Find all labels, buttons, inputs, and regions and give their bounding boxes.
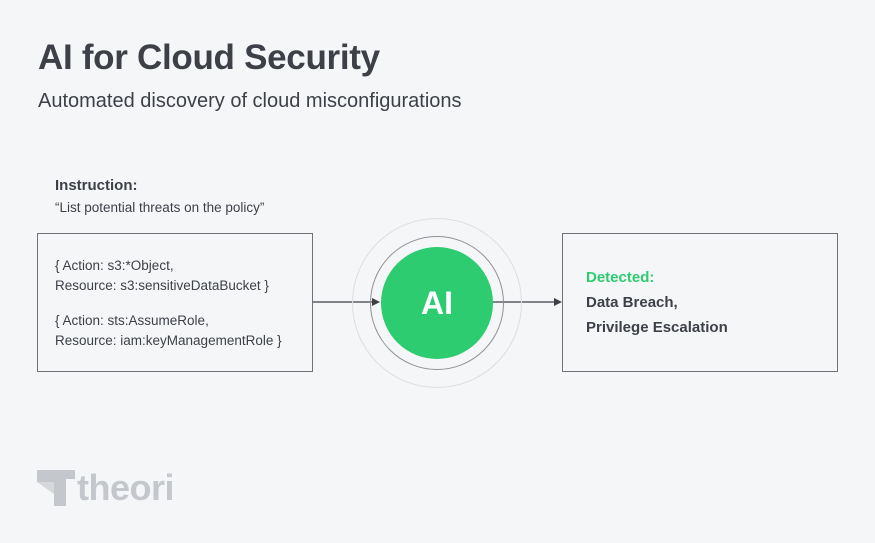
page-subtitle: Automated discovery of cloud misconfigur… (38, 90, 462, 112)
policy-box: { Action: s3:*Object, Resource: s3:sensi… (37, 233, 313, 372)
ai-label: AI (421, 284, 453, 321)
policy-statement-2-action: { Action: sts:AssumeRole, (55, 313, 209, 328)
result-box: Detected: Data Breach, Privilege Escalat… (562, 233, 838, 372)
detected-threat-1: Data Breach, (586, 294, 678, 311)
theori-logo-text: theori (77, 467, 175, 508)
ai-inner-ring (370, 236, 504, 370)
detected-label: Detected: (586, 269, 655, 286)
page-title: AI for Cloud Security (38, 38, 380, 77)
policy-statement-2-resource: Resource: iam:keyManagementRole } (55, 333, 282, 348)
ai-node: AI (381, 247, 493, 359)
instruction-text: “List potential threats on the policy” (55, 200, 265, 215)
theori-logo: theori (37, 467, 175, 508)
theori-logo-icon (37, 470, 75, 506)
instruction-label: Instruction: (55, 177, 138, 194)
policy-statement-1-action: { Action: s3:*Object, (55, 258, 174, 273)
policy-statement-2: { Action: sts:AssumeRole, Resource: iam:… (55, 311, 282, 351)
policy-statement-1: { Action: s3:*Object, Resource: s3:sensi… (55, 256, 269, 296)
detected-threat-2: Privilege Escalation (586, 319, 728, 336)
policy-statement-1-resource: Resource: s3:sensitiveDataBucket } (55, 278, 269, 293)
ai-outer-ring (352, 218, 522, 388)
